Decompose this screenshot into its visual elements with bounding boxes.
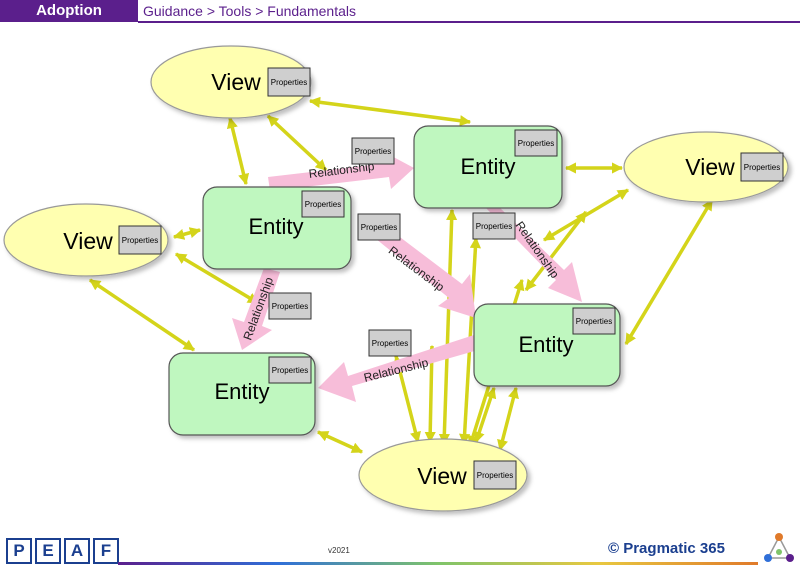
connector bbox=[308, 96, 472, 127]
svg-text:View: View bbox=[211, 69, 261, 95]
connector bbox=[175, 252, 259, 305]
entity-bottom-right: Entity Properties bbox=[473, 303, 621, 387]
logo-letter: F bbox=[93, 538, 119, 564]
connector bbox=[172, 227, 202, 240]
svg-text:Properties: Properties bbox=[372, 339, 408, 348]
entity-left: Entity Properties bbox=[202, 186, 352, 270]
logo-letter: E bbox=[35, 538, 61, 564]
svg-text:Properties: Properties bbox=[355, 147, 391, 156]
connector bbox=[438, 208, 458, 446]
svg-text:Entity: Entity bbox=[460, 154, 515, 179]
svg-text:Properties: Properties bbox=[122, 236, 158, 245]
svg-text:Properties: Properties bbox=[271, 78, 307, 87]
view-right: View Properties bbox=[623, 131, 789, 203]
svg-text:View: View bbox=[63, 228, 113, 254]
svg-text:Properties: Properties bbox=[476, 222, 512, 231]
connector bbox=[524, 210, 588, 292]
copyright-text: © Pragmatic 365 bbox=[608, 540, 725, 557]
relationship-arrow: Relationship bbox=[268, 153, 414, 191]
svg-text:View: View bbox=[685, 154, 735, 180]
svg-text:Properties: Properties bbox=[361, 223, 397, 232]
properties-box: Properties bbox=[351, 137, 395, 165]
svg-text:Entity: Entity bbox=[248, 214, 303, 239]
header-bar: Adoption Guidance > Tools > Fundamentals bbox=[0, 0, 800, 23]
properties-box: Properties bbox=[268, 292, 312, 320]
entity-top-center: Entity Properties bbox=[413, 125, 563, 209]
svg-text:Properties: Properties bbox=[477, 471, 513, 480]
connector bbox=[497, 386, 519, 452]
header-divider bbox=[138, 21, 800, 23]
version-label: v2021 bbox=[328, 546, 350, 555]
svg-text:Properties: Properties bbox=[272, 366, 308, 375]
svg-text:Entity: Entity bbox=[518, 332, 573, 357]
svg-text:Entity: Entity bbox=[214, 379, 269, 404]
properties-box: Properties bbox=[472, 212, 516, 240]
connector bbox=[316, 430, 364, 454]
entity-bottom-left: Entity Properties bbox=[168, 352, 316, 436]
section-tag: Adoption bbox=[0, 0, 138, 22]
svg-text:Properties: Properties bbox=[576, 317, 612, 326]
breadcrumb: Guidance > Tools > Fundamentals bbox=[143, 3, 356, 19]
properties-box: Properties bbox=[357, 213, 401, 241]
logo-letter: A bbox=[64, 538, 90, 564]
connector bbox=[266, 114, 328, 172]
footer-color-bar bbox=[118, 562, 758, 565]
connector bbox=[226, 116, 250, 186]
network-logo-icon bbox=[764, 533, 794, 562]
properties-box: Properties bbox=[368, 329, 412, 357]
svg-text:Properties: Properties bbox=[305, 200, 341, 209]
connector bbox=[473, 386, 497, 444]
svg-text:View: View bbox=[417, 463, 467, 489]
logo-letter: P bbox=[6, 538, 32, 564]
svg-text:Properties: Properties bbox=[272, 302, 308, 311]
svg-text:Properties: Properties bbox=[744, 163, 780, 172]
connector bbox=[624, 199, 714, 345]
connector bbox=[89, 278, 195, 352]
peaf-logo: P E A F bbox=[6, 538, 119, 564]
svg-text:Properties: Properties bbox=[518, 139, 554, 148]
relationship-properties: Properties Properties Properties Propert… bbox=[268, 137, 516, 357]
view-bottom: View Properties bbox=[358, 438, 528, 512]
view-left: View Properties bbox=[3, 203, 169, 277]
view-top: View Properties bbox=[150, 45, 312, 119]
